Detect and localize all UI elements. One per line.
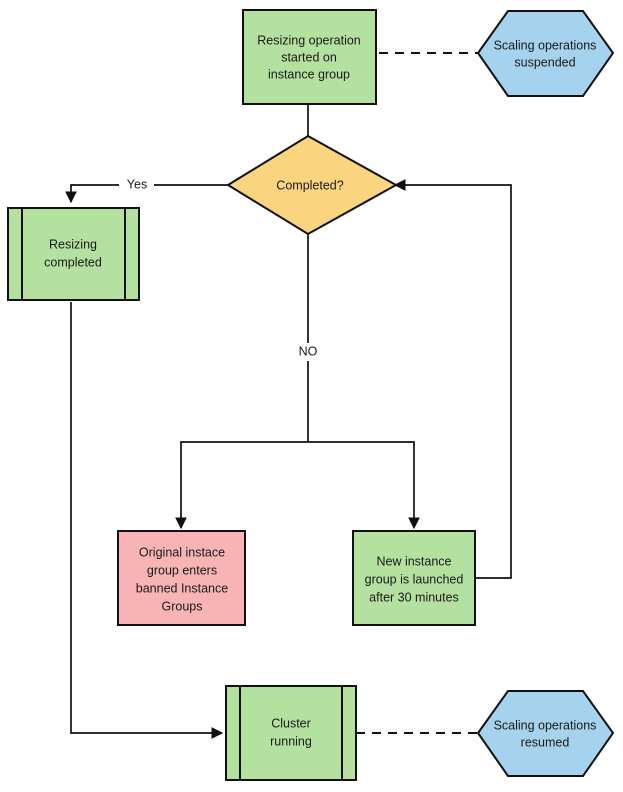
edge-label-no-group: NO — [292, 343, 324, 361]
node-scaling-suspended[interactable]: Scaling operations suspended — [476, 10, 615, 97]
resizing-started-label-line2: started on — [281, 50, 337, 64]
resizing-started-box[interactable] — [242, 9, 377, 105]
scaling-resumed-label-line2: resumed — [521, 735, 570, 749]
scaling-resumed-hexagon[interactable] — [476, 690, 615, 777]
original-group-banned-label-line3: banned Instance — [136, 581, 228, 595]
resizing-completed-box[interactable] — [7, 207, 140, 301]
original-group-banned-box[interactable] — [117, 530, 246, 626]
node-completed-decision[interactable]: Completed? — [226, 134, 399, 236]
node-resizing-started[interactable]: Resizing operation started on instance g… — [242, 9, 377, 105]
node-cluster-running[interactable]: Cluster running — [225, 685, 357, 781]
new-group-launched-label-line1: New instance — [376, 554, 451, 568]
original-group-banned-label-line4: Groups — [162, 599, 203, 613]
edge-label-yes: Yes — [127, 177, 147, 191]
scaling-suspended-label-line2: suspended — [514, 55, 575, 69]
scaling-suspended-label-line1: Scaling operations — [494, 38, 597, 52]
edge-resizing-completed-to-cluster — [70, 302, 224, 739]
cluster-running-label-line2: running — [270, 734, 312, 748]
scaling-suspended-hexagon[interactable] — [476, 10, 615, 97]
new-group-launched-label-line3: after 30 minutes — [369, 590, 459, 604]
resizing-completed-label-line1: Resizing — [49, 237, 97, 251]
node-original-group-banned[interactable]: Original instace group enters banned Ins… — [117, 530, 246, 626]
edge-new-group-to-decision — [393, 179, 512, 579]
edge-label-yes-group: Yes — [119, 176, 154, 193]
edge-decision-to-resizing-completed — [65, 184, 228, 204]
scaling-resumed-label-line1: Scaling operations — [494, 718, 597, 732]
node-resizing-completed[interactable]: Resizing completed — [7, 207, 140, 301]
edge-label-yes-backdrop — [119, 176, 154, 193]
completed-decision-label: Completed? — [276, 178, 343, 192]
cluster-running-box[interactable] — [225, 685, 357, 781]
node-new-group-launched[interactable]: New instance group is launched after 30 … — [352, 530, 476, 626]
new-group-launched-label-line2: group is launched — [365, 572, 464, 586]
new-group-launched-box[interactable] — [352, 530, 476, 626]
original-group-banned-label-line1: Original instace — [139, 545, 225, 559]
completed-decision-diamond[interactable] — [226, 134, 399, 236]
edge-label-no-backdrop — [292, 343, 324, 361]
resizing-started-label-line1: Resizing operation — [257, 33, 361, 47]
cluster-running-label-line1: Cluster — [271, 716, 311, 730]
edge-split-to-new-group — [308, 441, 420, 530]
resizing-completed-label-line2: completed — [44, 255, 102, 269]
node-scaling-resumed[interactable]: Scaling operations resumed — [476, 690, 615, 777]
original-group-banned-label-line2: group enters — [147, 563, 217, 577]
resizing-started-label-line3: instance group — [268, 67, 350, 81]
edge-label-no: NO — [299, 344, 318, 358]
edge-split-to-banned — [175, 441, 308, 530]
